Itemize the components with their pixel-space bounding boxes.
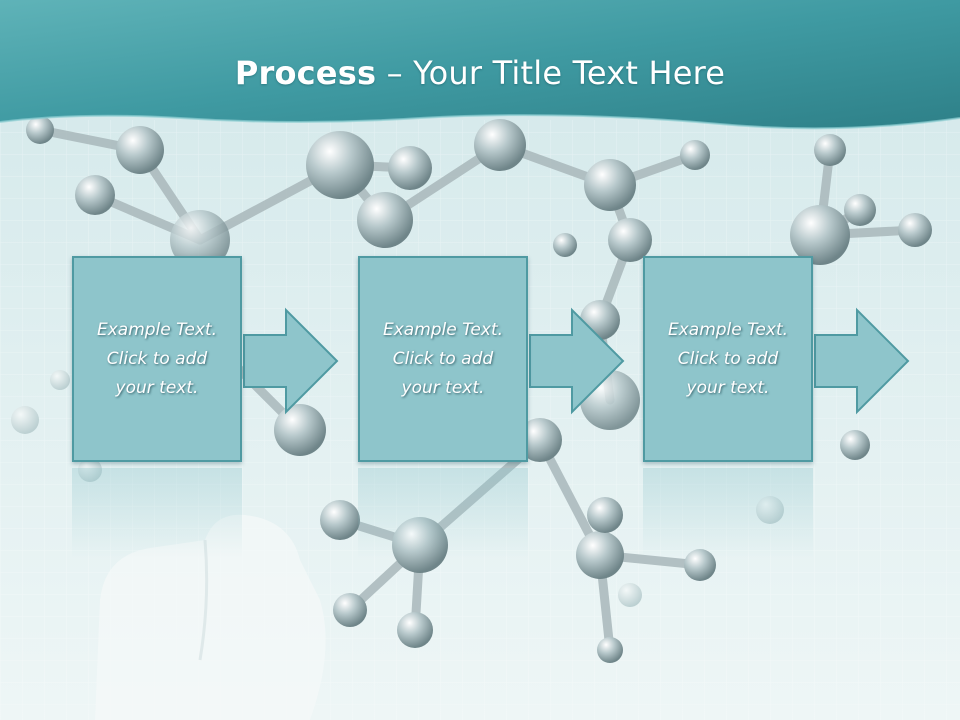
process-step-1[interactable]: Example Text. Click to add your text. <box>72 256 246 466</box>
slide-title-bold: Process <box>234 54 377 92</box>
step-reflection <box>358 468 528 558</box>
step-text[interactable]: Example Text. Click to add your text. <box>667 319 789 398</box>
process-step-2[interactable]: Example Text. Click to add your text. <box>358 256 532 466</box>
step-box <box>643 256 813 462</box>
process-arrow <box>529 307 625 415</box>
step-text[interactable]: Example Text. Click to add your text. <box>96 319 218 398</box>
step-text[interactable]: Example Text. Click to add your text. <box>382 319 504 398</box>
step-reflection <box>72 468 242 558</box>
process-step-3[interactable]: Example Text. Click to add your text. <box>643 256 817 466</box>
process-arrow <box>243 307 339 415</box>
step-box <box>358 256 528 462</box>
step-reflection <box>643 468 813 558</box>
slide-title-rest: – Your Title Text Here <box>376 54 726 92</box>
slide-title[interactable]: Process – Your Title Text Here <box>0 54 960 92</box>
step-box <box>72 256 242 462</box>
process-arrow <box>814 307 910 415</box>
